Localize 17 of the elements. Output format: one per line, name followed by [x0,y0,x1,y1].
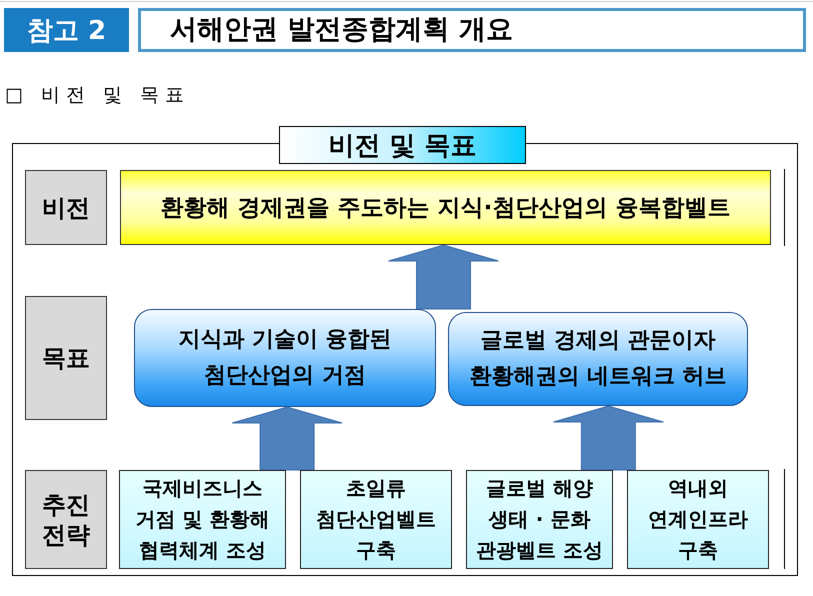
row-header: 추진 전략 [25,470,107,569]
vision-banner: 환황해 경제권을 주도하는 지식·첨단산업의 융복합벨트 [120,170,771,245]
strategy-box: 초일류 첨단산업벨트 구축 [300,470,452,569]
block-arrow [388,244,499,310]
section-badge: 참고 2 [4,8,129,52]
goal-box: 지식과 기술이 융합된 첨단산업의 거점 [134,309,436,407]
title-tab: 비전 및 목표 [279,126,526,164]
strategy-box: 국제비즈니스 거점 및 환황해 협력체계 조성 [119,470,286,569]
section-heading: □ 비전 및 목표 [5,83,190,107]
block-arrow [552,405,664,470]
row-header: 비전 [25,170,107,245]
strategy-box: 역내외 연계인프라 구축 [627,470,769,569]
block-arrow [232,406,343,470]
strategy-box: 글로벌 해양 생태 · 문화 관광벨트 조성 [466,470,613,569]
row-header: 목표 [25,296,107,420]
goal-box: 글로벌 경제의 관문이자 환황해권의 네트워크 허브 [448,312,748,406]
title-bar: 서해안권 발전종합계획 개요 [138,8,806,52]
